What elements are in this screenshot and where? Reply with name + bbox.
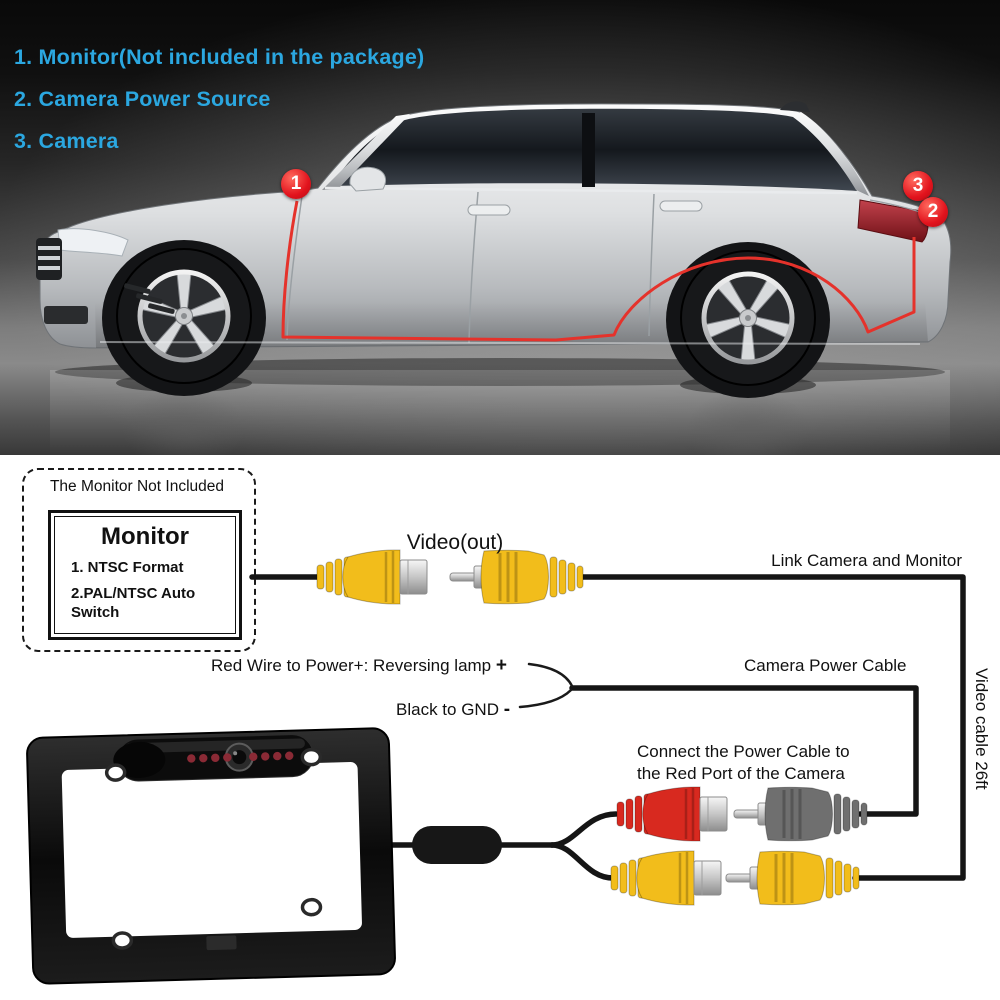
marker-3-camera: 3 (903, 171, 933, 201)
rca-video-out-female-yellow (315, 548, 429, 606)
red-wire-leader (527, 662, 574, 688)
side-mirror (349, 166, 387, 192)
rear-wheel (680, 250, 816, 386)
key-label-power-source: 2. Camera Power Source (14, 87, 271, 111)
headlight (57, 228, 129, 257)
rca-video-male-yellow (724, 849, 861, 907)
connect-power-cable-label: Connect the Power Cable to the Red Port … (637, 741, 850, 785)
red-wire-power-text: Red Wire to Power+: Reversing lamp (211, 656, 492, 675)
license-plate-frame-camera (26, 727, 396, 985)
monitor-box: Monitor 1. NTSC Format 2.PAL/NTSC Auto S… (48, 510, 242, 640)
screw-holes (104, 747, 323, 950)
rca-video-female-yellow (609, 849, 723, 907)
y-split-upper (549, 811, 619, 848)
cable-route-line (281, 200, 916, 342)
y-split-lower (549, 842, 616, 881)
video-cable-26ft (577, 574, 966, 881)
door-handle (659, 200, 703, 212)
connect-line-1: Connect the Power Cable to (637, 742, 850, 761)
video-cable-26ft-label: Video cable 26ft (972, 668, 991, 790)
monitor-feature-pal: 2.PAL/NTSC Auto Switch (71, 585, 196, 621)
ir-leds (187, 751, 294, 763)
photo-section: 1. Monitor(Not included in the package) … (0, 0, 1000, 455)
monitor-feature-ntsc: 1. NTSC Format (71, 559, 184, 576)
connect-line-2: the Red Port of the Camera (637, 764, 845, 783)
marker-2-power-source: 2 (918, 197, 948, 227)
front-wheel (116, 248, 252, 384)
black-gnd-label: Black to GND - (396, 699, 510, 721)
marker-1-monitor: 1 (281, 169, 311, 199)
wiring-diagram-graphics (26, 548, 966, 985)
monitor-not-included-box (22, 468, 256, 652)
camera-power-cable-label: Camera Power Cable (744, 656, 907, 675)
wiring-diagram-section: The Monitor Not Included Monitor 1. NTSC… (0, 455, 1000, 1000)
rca-camera-power-female-red (615, 785, 729, 843)
video-out-label: Video(out) (406, 531, 504, 554)
gnd-leader (518, 688, 573, 709)
monitor-not-included-label: The Monitor Not Included (49, 478, 225, 495)
rca-camera-power-male-gray (732, 785, 869, 843)
minus-sign: - (503, 699, 511, 720)
camera-power-cable (569, 685, 919, 817)
link-camera-monitor-label: Link Camera and Monitor (771, 551, 962, 570)
key-label-camera: 3. Camera (14, 129, 119, 153)
plus-sign: + (495, 655, 507, 676)
car-illustration (36, 101, 952, 455)
rca-video-out-male-yellow (448, 548, 585, 606)
key-label-monitor: 1. Monitor(Not included in the package) (14, 45, 425, 69)
antenna-fin (780, 101, 810, 112)
monitor-title: Monitor (101, 523, 189, 550)
frame-logo (206, 935, 237, 951)
red-wire-power-label: Red Wire to Power+: Reversing lamp + (211, 655, 507, 677)
black-gnd-text: Black to GND (396, 700, 499, 719)
door-handle (467, 204, 511, 216)
inline-filter-box (412, 826, 502, 864)
